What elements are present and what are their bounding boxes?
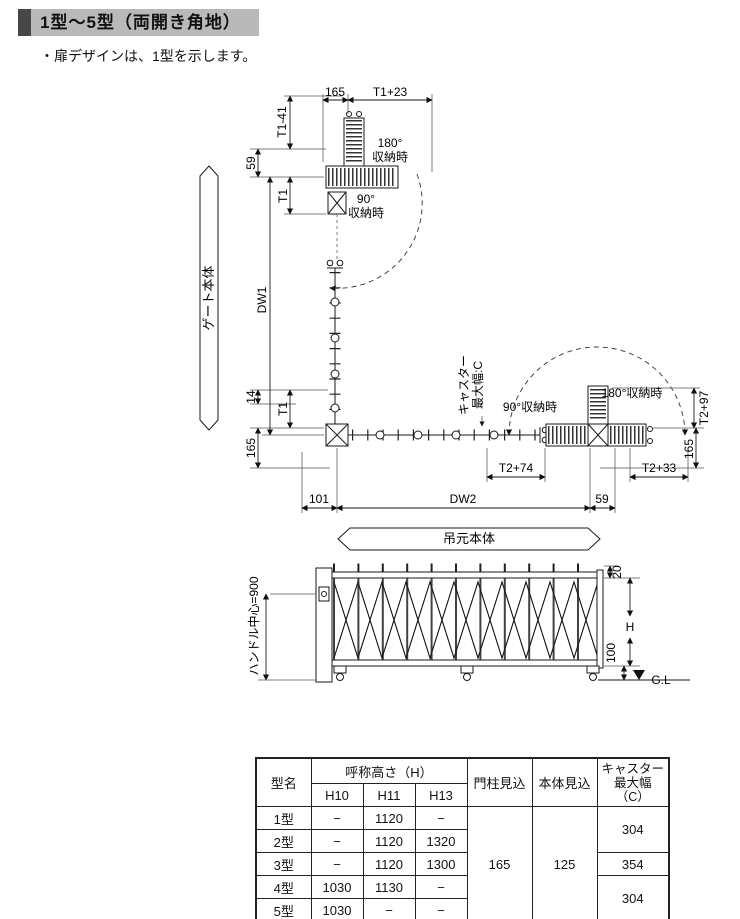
dim-dw2: DW2 bbox=[450, 492, 477, 506]
col-header-height: 呼称高さ（H） bbox=[310, 757, 468, 784]
cell-caster-1-2: 304 bbox=[596, 806, 670, 853]
col-header-caster: キャスター 最大幅 （C） bbox=[596, 757, 670, 807]
section-title-bar: 1型～5型（両開き角地） bbox=[18, 9, 259, 36]
title-accent-block bbox=[18, 9, 31, 36]
cell-h11: 1120 bbox=[362, 806, 416, 830]
stored-180-top-line1: 180° bbox=[378, 136, 403, 150]
col-header-h11: H11 bbox=[362, 783, 416, 807]
dim-handle-center: ハンドル中心=900 bbox=[246, 576, 261, 675]
dim-t1-upper: T1 bbox=[276, 189, 290, 203]
cell-h10: − bbox=[310, 829, 364, 853]
plan-view: ゲート本体 180° 収納時 90° 収納時 bbox=[199, 85, 711, 551]
swing-arc-right bbox=[505, 346, 689, 436]
caster-width-label-line1: キャスター bbox=[457, 355, 471, 415]
dim-t1-lower: T1 bbox=[276, 402, 290, 416]
cell-h13: 1300 bbox=[414, 852, 468, 876]
extension-lines bbox=[250, 94, 704, 513]
top-stored-gate bbox=[325, 111, 399, 264]
cell-h10: 1030 bbox=[310, 898, 364, 919]
stored-90-top-line2: 収納時 bbox=[348, 206, 384, 220]
horizontal-gate-chain bbox=[348, 426, 549, 444]
table-row: 1型 − 1120 − 165 125 304 bbox=[255, 806, 670, 919]
cell-caster-4-5: 304 bbox=[596, 875, 670, 919]
dim-t2plus97: T2+97 bbox=[697, 390, 711, 425]
cell-h11: 1120 bbox=[362, 829, 416, 853]
ground-marker bbox=[633, 670, 645, 680]
design-note: ・扉デザインは、1型を示します。 bbox=[40, 48, 257, 64]
table-row: 4型 1030 1130 − 304 bbox=[255, 875, 670, 919]
dim-165-left: 165 bbox=[244, 438, 258, 458]
cell-h10: − bbox=[310, 852, 364, 876]
cell-body-depth: 125 bbox=[531, 806, 598, 919]
dim-165-top: 165 bbox=[325, 85, 345, 99]
cell-model: 4型 bbox=[255, 875, 312, 899]
gate-body-label: ゲート本体 bbox=[201, 265, 216, 330]
elevation-post bbox=[315, 567, 333, 683]
cell-h13: − bbox=[414, 898, 468, 919]
cell-h11: 1120 bbox=[362, 852, 416, 876]
dim-t2plus74: T2+74 bbox=[499, 461, 534, 475]
caster-width-label-line2: 最大幅:C bbox=[470, 361, 485, 409]
swing-arc-top bbox=[329, 173, 423, 292]
stored-90-top-line1: 90° bbox=[357, 192, 375, 206]
elevation-view: G.L 20 H 100 ハンドル中心=900 bbox=[246, 563, 690, 687]
dim-20: 20 bbox=[610, 565, 624, 579]
plan-dimensions: 165 T1+23 T1-41 59 T1 DW1 14 T1 165 T2+9… bbox=[244, 85, 711, 512]
cell-model: 1型 bbox=[255, 806, 312, 830]
stored-90-right-label: 90°収納時 bbox=[503, 400, 557, 414]
dim-t2plus33: T2+33 bbox=[642, 461, 677, 475]
accordion-body bbox=[331, 563, 604, 669]
col-header-model: 型名 bbox=[255, 757, 312, 807]
spec-table: 型名 呼称高さ（H） 門柱見込 本体見込 キャスター 最大幅 （C） H10 H… bbox=[255, 757, 670, 919]
col-header-body-depth: 本体見込 bbox=[531, 757, 598, 807]
dim-165-right: 165 bbox=[682, 439, 696, 459]
dim-t1minus41: T1-41 bbox=[275, 106, 289, 138]
dim-14-left: 14 bbox=[244, 390, 258, 404]
hinge-body-label: 吊元本体 bbox=[443, 531, 495, 546]
cell-model: 3型 bbox=[255, 852, 312, 876]
dim-100: 100 bbox=[604, 643, 618, 663]
cell-post-depth: 165 bbox=[466, 806, 533, 919]
cell-h13: − bbox=[414, 806, 468, 830]
casters bbox=[333, 665, 600, 681]
elevation-dimensions: 20 H 100 ハンドル中心=900 bbox=[246, 565, 640, 681]
cell-caster-3: 354 bbox=[596, 852, 670, 876]
cell-model: 2型 bbox=[255, 829, 312, 853]
table-row: 3型 − 1120 1300 354 bbox=[255, 852, 670, 876]
col-header-post-depth: 門柱見込 bbox=[466, 757, 533, 807]
dim-59-bottom: 59 bbox=[595, 492, 609, 506]
col-header-h10: H10 bbox=[310, 783, 364, 807]
cell-model: 5型 bbox=[255, 898, 312, 919]
cell-h11: − bbox=[362, 898, 416, 919]
page-title: 1型～5型（両開き角地） bbox=[31, 9, 259, 36]
ground-label: G.L bbox=[651, 673, 671, 687]
dim-101: 101 bbox=[309, 492, 329, 506]
cell-h13: 1320 bbox=[414, 829, 468, 853]
corner-post bbox=[325, 423, 349, 447]
handle-icon bbox=[321, 591, 327, 597]
dim-dw1: DW1 bbox=[255, 286, 269, 313]
vertical-gate-chain bbox=[326, 259, 344, 428]
cell-h11: 1130 bbox=[362, 875, 416, 899]
stored-180-right-label: 180°収納時 bbox=[602, 386, 663, 400]
hinge-body-label-box bbox=[337, 527, 601, 551]
dim-h: H bbox=[626, 620, 635, 634]
cell-h10: − bbox=[310, 806, 364, 830]
dim-t1plus23: T1+23 bbox=[373, 85, 408, 99]
dim-59-left: 59 bbox=[244, 156, 258, 170]
stored-180-top-line2: 収納時 bbox=[372, 150, 408, 164]
cell-h13: − bbox=[414, 875, 468, 899]
col-header-h13: H13 bbox=[414, 783, 468, 807]
table-row: 5型 1030 − − bbox=[255, 898, 669, 919]
gate-body-label-box bbox=[199, 165, 219, 431]
cell-h10: 1030 bbox=[310, 875, 364, 899]
